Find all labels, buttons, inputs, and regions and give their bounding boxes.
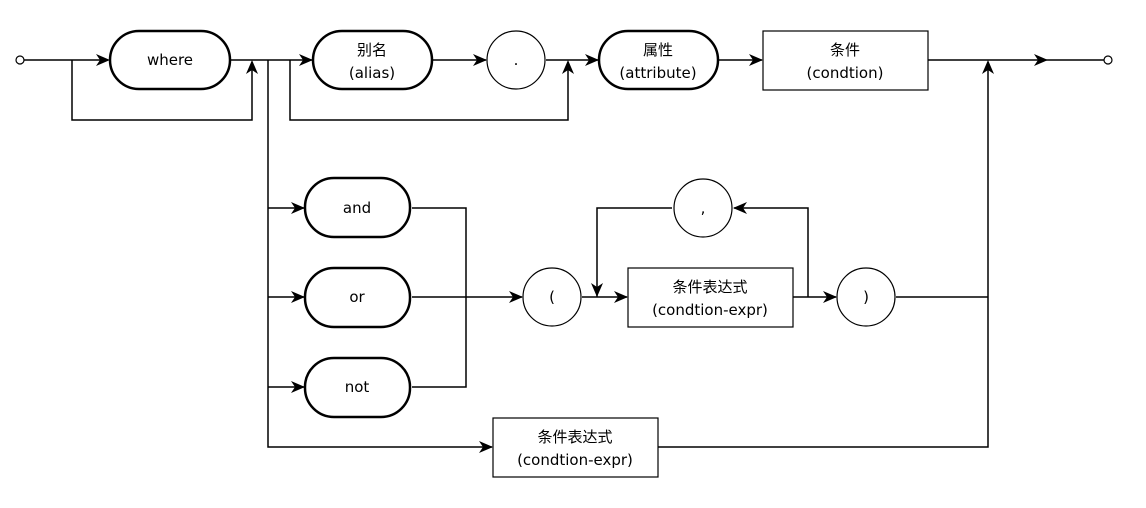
arrow-to-attribute bbox=[585, 54, 599, 66]
lparen-label: ( bbox=[549, 288, 555, 306]
condition-expr-bottom-node: 条件表达式 (condtion-expr) bbox=[492, 417, 659, 478]
where-label: where bbox=[147, 51, 193, 69]
lparen-node: ( bbox=[522, 267, 582, 327]
arrow-to-where bbox=[96, 54, 110, 66]
connector-lines bbox=[24, 59, 1104, 448]
comma-label: , bbox=[701, 199, 706, 217]
not-node: not bbox=[303, 356, 412, 419]
arrow-up-alias-skip bbox=[562, 60, 574, 74]
arrow-to-and bbox=[291, 202, 305, 214]
condition-expr-label-cn: 条件表达式 bbox=[672, 278, 747, 296]
arrow-to-rparen bbox=[823, 291, 837, 303]
arrow-to-expr2 bbox=[479, 441, 493, 453]
arrow-to-alias bbox=[299, 54, 313, 66]
not-label: not bbox=[345, 378, 370, 396]
and-node: and bbox=[303, 176, 412, 239]
dot-node: . bbox=[486, 30, 546, 90]
arrow-up-where-loop bbox=[246, 60, 258, 74]
attribute-label-en: (attribute) bbox=[619, 64, 696, 82]
arrow-to-dot bbox=[473, 54, 487, 66]
condition-expr-label-en: (condtion-expr) bbox=[652, 301, 768, 319]
condition-expr-node: 条件表达式 (condtion-expr) bbox=[627, 267, 794, 328]
condition-node: 条件 (condtion) bbox=[762, 30, 929, 91]
or-node: or bbox=[303, 266, 412, 329]
arrow-to-or bbox=[291, 291, 305, 303]
comma-node: , bbox=[673, 178, 733, 238]
end-terminal bbox=[1103, 55, 1113, 65]
alias-label-en: (alias) bbox=[349, 64, 395, 82]
where-node: where bbox=[108, 29, 232, 91]
arrow-to-expr bbox=[614, 291, 628, 303]
arrow-up-to-end bbox=[982, 60, 994, 74]
start-terminal bbox=[15, 55, 25, 65]
condition-label-en: (condtion) bbox=[807, 64, 884, 82]
attribute-node: 属性 (attribute) bbox=[597, 29, 720, 91]
dot-label: . bbox=[514, 51, 519, 69]
rparen-node: ) bbox=[836, 267, 896, 327]
arrow-to-comma bbox=[733, 202, 747, 214]
condition-expr-bottom-label-cn: 条件表达式 bbox=[537, 428, 612, 446]
or-label: or bbox=[349, 288, 365, 306]
condition-expr-bottom-label-en: (condtion-expr) bbox=[517, 451, 633, 469]
and-label: and bbox=[343, 199, 371, 217]
arrowheads bbox=[96, 54, 1048, 453]
arrow-to-end bbox=[1034, 54, 1048, 66]
attribute-label-cn: 属性 bbox=[643, 41, 673, 59]
arrow-to-condition bbox=[749, 54, 763, 66]
arrow-down-comma-loop bbox=[591, 283, 603, 297]
arrow-to-lparen bbox=[509, 291, 523, 303]
condition-label-cn: 条件 bbox=[830, 41, 860, 59]
arrow-to-not bbox=[291, 381, 305, 393]
rparen-label: ) bbox=[863, 288, 869, 306]
alias-label-cn: 别名 bbox=[357, 41, 387, 59]
alias-node: 别名 (alias) bbox=[311, 29, 434, 91]
